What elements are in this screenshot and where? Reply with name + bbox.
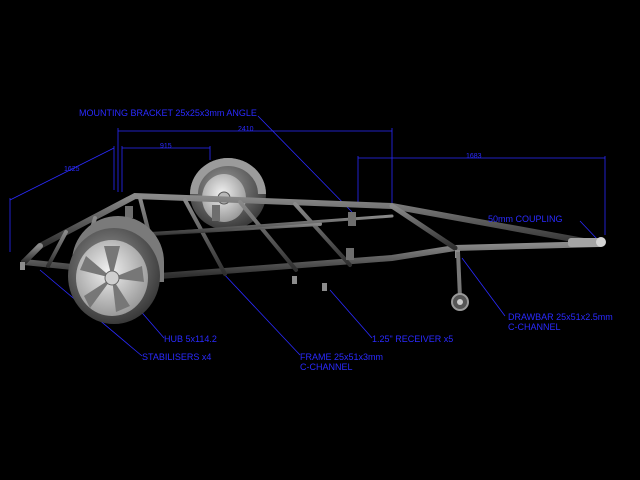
- label-frame-line1: FRAME 25x51x3mm: [300, 352, 384, 362]
- mounting-brackets: [125, 205, 356, 260]
- near-wheel: [68, 216, 164, 324]
- label-mounting-bracket: MOUNTING BRACKET 25x25x3mm ANGLE: [79, 108, 257, 118]
- dim-axle-offset: 915: [160, 143, 172, 150]
- coupling: [568, 237, 606, 247]
- label-drawbar: DRAWBAR 25x51x2.5mm C-CHANNEL: [508, 312, 613, 332]
- jockey-wheel: [451, 251, 469, 311]
- dim-frame-width: 1625: [64, 166, 80, 173]
- label-drawbar-line2: C-CHANNEL: [508, 322, 561, 332]
- label-drawbar-line1: DRAWBAR 25x51x2.5mm: [508, 312, 613, 322]
- label-receiver: 1.25" RECEIVER x5: [372, 334, 454, 344]
- dimension-lines: [9, 128, 606, 252]
- dim-overall-length: 2410: [238, 126, 254, 133]
- dim-drawbar-length: 1683: [466, 153, 482, 160]
- label-frame-line2: C-CHANNEL: [300, 362, 353, 372]
- label-stabilisers: STABILISERS x4: [142, 352, 212, 362]
- label-hub: HUB 5x114.2: [164, 334, 217, 344]
- label-frame: FRAME 25x51x3mm C-CHANNEL: [300, 352, 383, 372]
- label-coupling: 50mm COUPLING: [488, 214, 563, 224]
